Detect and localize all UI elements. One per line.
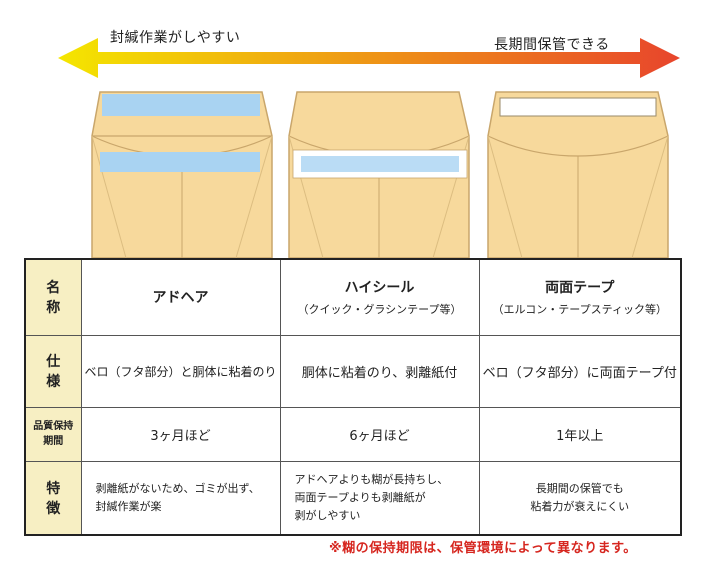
row-label-name: 名 称 [24, 258, 82, 336]
col-subtitle-highseal: （クイック・グラシンテープ等） [297, 303, 462, 317]
feature-line: アドヘアよりも糊が長持ちし、 [294, 472, 449, 486]
double-arrow-icon [58, 38, 680, 78]
period-tape: 1年以上 [478, 406, 682, 462]
feature-line: 長期間の保管でも [535, 481, 624, 495]
feature-adhere: 剥離紙がないため、ゴミが出ず、 封緘作業が楽 [80, 460, 281, 536]
period-highseal: 6ヶ月ほど [279, 406, 480, 462]
col-title-tape: 両面テープ [545, 280, 615, 297]
envelope-highseal-illustration [283, 88, 475, 260]
col-subtitle-tape: （エルコン・テープスティック等） [492, 303, 667, 317]
feature-line: 封緘作業が楽 [95, 499, 162, 513]
arrow-left-label: 封緘作業がしやすい [110, 30, 241, 46]
spec-adhere: ベロ（フタ部分）と胴体に粘着のり [80, 334, 281, 408]
feature-highseal: アドヘアよりも糊が長持ちし、 両面テープよりも剥離紙が 剥がしやすい [279, 460, 480, 536]
table-row-feature: 特 徴 剥離紙がないため、ゴミが出ず、 封緘作業が楽 アドヘアよりも糊が長持ちし… [24, 460, 682, 536]
col-name-highseal: ハイシール （クイック・グラシンテープ等） [279, 258, 480, 336]
spec-tape: ベロ（フタ部分）に両面テープ付 [478, 334, 682, 408]
row-label-period-line1: 品質保持 [33, 421, 74, 432]
col-title-adhere: アドヘア [152, 290, 209, 307]
feature-line: 剥離紙がないため、ゴミが出ず、 [95, 481, 260, 495]
gradient-arrow: 封緘作業がしやすい 長期間保管できる [0, 0, 714, 90]
row-label-period: 品質保持 期間 [24, 406, 82, 462]
arrow-right-label: 長期間保管できる [494, 37, 610, 53]
table-row-period: 品質保持 期間 3ヶ月ほど 6ヶ月ほど 1年以上 [24, 406, 682, 462]
col-name-tape: 両面テープ （エルコン・テープスティック等） [478, 258, 682, 336]
row-label-spec: 仕 様 [24, 334, 82, 408]
feature-line: 剥がしやすい [294, 508, 361, 522]
table-row-name: 名 称 アドヘア ハイシール （クイック・グラシンテープ等） 両面テープ （エル… [24, 258, 682, 336]
col-name-adhere: アドヘア [80, 258, 281, 336]
envelope-adhere-illustration [86, 88, 278, 260]
col-title-highseal: ハイシール [344, 280, 415, 297]
feature-line: 両面テープよりも剥離紙が [294, 490, 426, 504]
table-row-spec: 仕 様 ベロ（フタ部分）と胴体に粘着のり 胴体に粘着のり、剥離紙付 ベロ（フタ部… [24, 334, 682, 408]
footnote: ※糊の保持期限は、保管環境によって異なります。 [329, 541, 637, 556]
period-adhere: 3ヶ月ほど [80, 406, 281, 462]
feature-tape: 長期間の保管でも 粘着力が衰えにくい [478, 460, 682, 536]
row-label-feature: 特 徴 [24, 460, 82, 536]
row-label-period-line2: 期間 [43, 436, 64, 447]
spec-highseal: 胴体に粘着のり、剥離紙付 [279, 334, 480, 408]
comparison-table: 名 称 アドヘア ハイシール （クイック・グラシンテープ等） 両面テープ （エル… [24, 258, 682, 536]
envelope-tape-illustration [482, 88, 674, 260]
feature-line: 粘着力が衰えにくい [530, 499, 630, 513]
